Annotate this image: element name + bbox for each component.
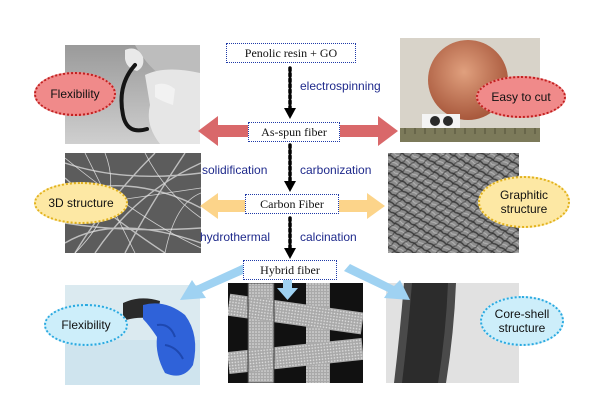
oval-3d-structure-label: 3D structure (48, 196, 114, 210)
photo-sem-network (65, 153, 201, 253)
hybrid-fiber-box: Hybrid fiber (243, 260, 337, 280)
oval-graphitic-l1: Graphitic (499, 188, 549, 202)
as-spun-fiber-box: As-spun fiber (248, 122, 340, 142)
dotted-down-arrow-1 (284, 66, 296, 119)
step-hydrothermal: hydrothermal (200, 230, 271, 244)
oval-core-shell-structure: Core-shell structure (480, 296, 564, 346)
oval-easy-to-cut-label: Easy to cut (491, 90, 551, 104)
precursor-box: Penolic resin + GO (226, 43, 356, 63)
dotted-down-arrow-2 (284, 143, 296, 192)
oval-graphitic-structure: Graphitic structure (478, 176, 570, 228)
step-solidification: solidification (202, 163, 268, 177)
oval-flexibility-1-label: Flexibility (50, 87, 100, 101)
dotted-down-arrow-3 (284, 216, 296, 259)
oval-flexibility-2: Flexibility (44, 304, 128, 346)
oval-flexibility-1: Flexibility (34, 72, 116, 116)
oval-easy-to-cut: Easy to cut (476, 76, 566, 118)
step-electrospinning: electrospinning (300, 79, 381, 93)
oval-graphitic-l2: structure (500, 202, 548, 216)
photo-sem-woven (228, 283, 363, 383)
oval-flexibility-2-label: Flexibility (61, 318, 111, 332)
photo-flexible-fiber (65, 45, 200, 144)
step-calcination: calcination (300, 230, 357, 244)
blue-arrows (180, 264, 410, 300)
oval-core-shell-l2: structure (498, 321, 546, 335)
carbon-fiber-box: Carbon Fiber (245, 194, 339, 214)
step-carbonization: carbonization (300, 163, 372, 177)
oval-3d-structure: 3D structure (34, 182, 128, 224)
oval-core-shell-l1: Core-shell (494, 307, 550, 321)
